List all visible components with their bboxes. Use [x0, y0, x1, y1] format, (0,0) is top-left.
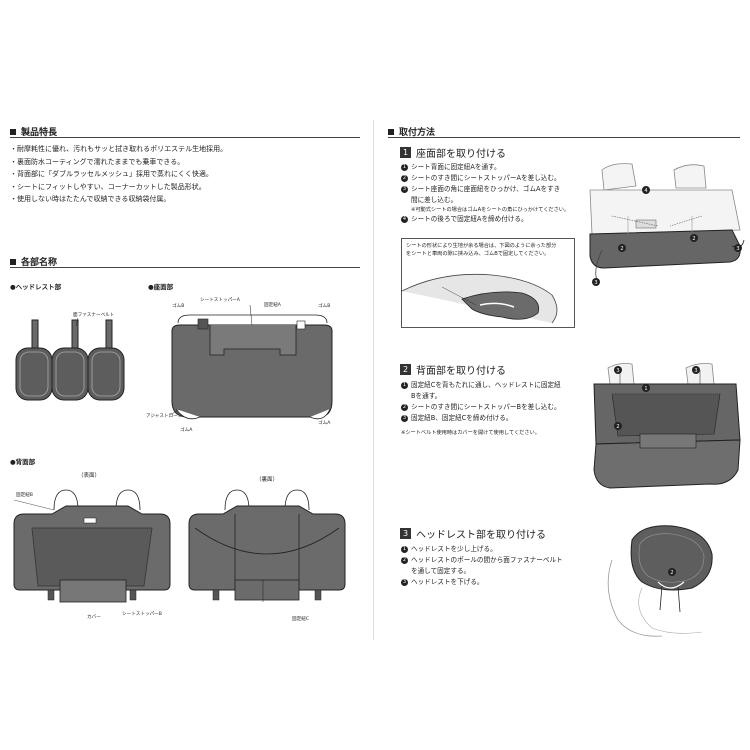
step3-title: 3 ヘッドレスト部を取り付ける: [400, 526, 546, 541]
label-gom-b-right: ゴムB: [318, 304, 331, 309]
install-rule: [388, 137, 740, 138]
label-gom-b-left: ゴムB: [172, 304, 185, 309]
step2-marker-3b: 3: [694, 368, 697, 374]
feature-item: ・耐摩耗性に優れ、汚れもサッと拭き取れるポリエステル生地採用。: [10, 145, 228, 153]
step-item-continuation: 間に差し込む。: [411, 196, 458, 204]
step1-marker-2b: 2: [692, 236, 695, 242]
seat-illustration: [169, 304, 333, 420]
back-title: ●背面部: [10, 458, 36, 466]
front-caption: （表面）: [78, 473, 101, 479]
step1-callout: シートの形状により生地が余る場合は、下図のように余った部分 をシートと車両の隙に…: [401, 238, 575, 328]
step1-marker-3a: 3: [736, 246, 739, 252]
install-title: 取付方法: [399, 128, 436, 138]
parts-heading: 各部名称: [10, 255, 57, 268]
label-fix-a: 固定紐A: [264, 303, 281, 308]
step2-title-text: 背面部を取り付ける: [416, 366, 506, 377]
label-adjust-rope: アジャストロープ: [146, 414, 183, 419]
step1-marker-3b: 3: [594, 280, 597, 286]
step2-marker-3a: 3: [616, 368, 619, 374]
label-gom-a-right: ゴムA: [318, 421, 331, 426]
features-heading: 製品特長: [10, 125, 57, 138]
install-heading: 取付方法: [388, 125, 435, 138]
parts-title: 各部名称: [21, 258, 58, 268]
features-title: 製品特長: [21, 128, 58, 138]
rear-caption: （裏面）: [256, 477, 279, 483]
label-stopper-a: シートストッパーA: [200, 298, 240, 303]
step2-note: ※シートベルト使用時はカバーを開けて使用してください。: [401, 430, 540, 436]
feature-item: ・背面部に「ダブルラッセルメッシュ」採用で蒸れにくく快適。: [10, 170, 213, 178]
step3-number: 3: [400, 528, 411, 539]
label-fix-c: 固定紐C: [292, 617, 309, 622]
headrest-illustration: [15, 317, 125, 401]
feature-item: ・シートにフィットしやすい、コーナーカットした製品形状。: [10, 182, 206, 191]
step2-title: 2 背面部を取り付ける: [400, 362, 506, 377]
label-gom-a-left: ゴムA: [180, 428, 193, 433]
step3-headrest-illustration: 2: [607, 525, 713, 637]
step3-title-text: ヘッドレスト部を取り付ける: [416, 530, 546, 541]
features-list: ・耐摩耗性に優れ、汚れもサッと拭き取れるポリエステル生地採用。 ・裏面防水コーテ…: [10, 143, 227, 206]
step1-number: 1: [400, 147, 411, 158]
feature-item: ・裏面防水コーティングで濡れたままでも乗車できる。: [10, 157, 185, 166]
headrest-title: ●ヘッドレスト部: [10, 283, 62, 291]
label-stopper-b: シートストッパーB: [122, 612, 162, 617]
features-rule: [10, 137, 360, 138]
seat-title: ●座面部: [148, 283, 174, 291]
step2-seat-illustration: 3 1 3 2: [593, 363, 741, 489]
step1-title: 1 座面部を取り付ける: [400, 145, 506, 160]
step1-marker-4: 4: [644, 188, 647, 194]
step2-number: 2: [400, 364, 411, 375]
step-note: ※可動式シートの場合はゴムAをシートの角にひっかけてください。: [411, 207, 570, 213]
step-item-continuation: Bを通す。: [411, 392, 442, 400]
callout-text: シートの形状により生地が余る場合は、下図のように余った部分 をシートと車両の隙に…: [406, 243, 557, 257]
step2-marker-1: 1: [644, 386, 647, 392]
step-item-continuation: を通して固定する。: [411, 567, 471, 575]
step3-marker-2: 2: [670, 570, 673, 576]
callout-illustration: [401, 273, 558, 324]
label-fix-b: 固定紐B: [16, 493, 33, 498]
column-divider: [373, 120, 374, 640]
step1-seat-illustration: 4 2 2 3 3: [589, 163, 745, 286]
heading-square-icon: [10, 128, 16, 135]
step2-marker-2: 2: [616, 424, 619, 430]
feature-item: ・使用しない時はたたんで収納できる収納袋付属。: [10, 195, 171, 203]
label-fastener: 面ファスナーベルト: [73, 313, 115, 318]
label-cover: カバー: [87, 615, 101, 620]
parts-rule: [10, 267, 360, 268]
heading-square-icon: [10, 258, 16, 265]
step1-marker-2a: 2: [620, 246, 623, 252]
back-rear-illustration: [188, 489, 346, 602]
heading-square-icon: [388, 128, 394, 135]
step1-title-text: 座面部を取り付ける: [416, 149, 506, 160]
back-front-illustration: [13, 489, 171, 603]
